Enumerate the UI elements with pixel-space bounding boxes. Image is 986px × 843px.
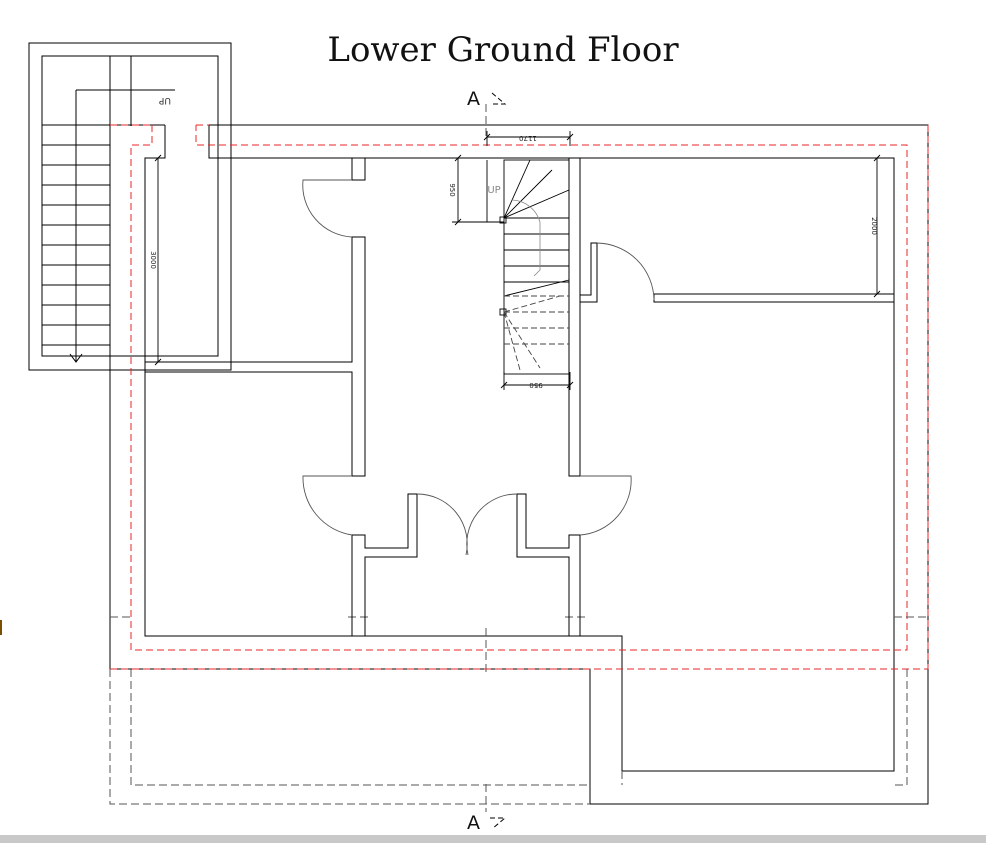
external-staircase xyxy=(28,42,232,371)
internal-staircase xyxy=(486,159,570,375)
dimension-stair-width: 1170 xyxy=(519,134,537,142)
door-swings xyxy=(302,179,655,556)
dimension-stair-start: 950 xyxy=(448,183,456,196)
bottom-scroll-bar[interactable] xyxy=(0,835,986,843)
section-mark-bottom: A xyxy=(467,812,507,834)
external-stair-up-label: UP xyxy=(158,95,171,105)
dimension-left-room: 3000 xyxy=(149,251,157,269)
section-mark-bottom-label: A xyxy=(467,812,480,834)
internal-stair-hidden xyxy=(503,295,569,371)
outer-walls xyxy=(109,124,929,805)
dimension-lines xyxy=(154,131,881,390)
dimension-stair-bottom: 950 xyxy=(529,381,542,389)
internal-stair-up-label: UP xyxy=(487,185,500,196)
interior-walls xyxy=(145,158,895,636)
section-mark-top: A xyxy=(467,88,507,110)
hidden-lines xyxy=(109,104,928,812)
plan-title: Lower Ground Floor xyxy=(327,30,679,70)
down-arrow-icon xyxy=(69,300,83,363)
dimension-right-room: 2000 xyxy=(870,217,878,235)
foundation-outline xyxy=(110,124,929,670)
stair-walkline xyxy=(511,199,541,277)
section-mark-top-label: A xyxy=(467,88,480,110)
